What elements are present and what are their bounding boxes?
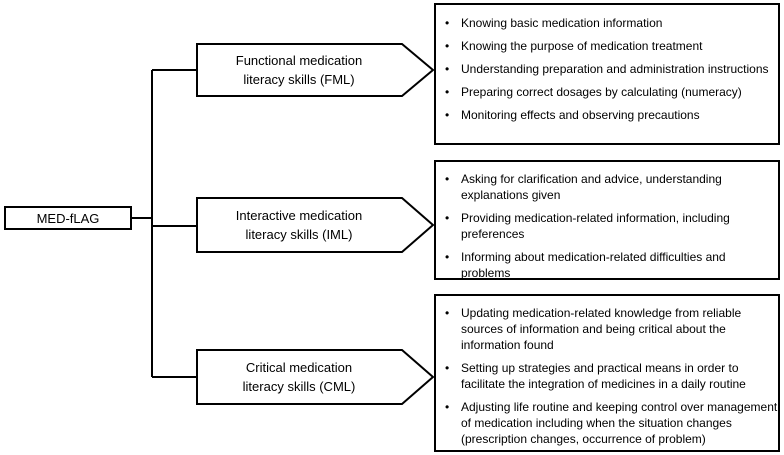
- root-node-med-flag: MED-fLAG: [4, 206, 132, 230]
- category-label-line2: literacy skills (IML): [245, 227, 353, 242]
- bullet-icon: •: [445, 361, 450, 375]
- list-item: • Monitoring effects and observing precau…: [436, 107, 778, 123]
- bullet-icon: •: [445, 250, 450, 264]
- bullet-icon: •: [445, 306, 450, 320]
- category-label-line2: literacy skills (CML): [242, 379, 356, 394]
- skill-list-iml: • Asking for clarification and advice, un…: [436, 171, 778, 281]
- list-item: • Informing about medication-related diff…: [436, 249, 778, 281]
- list-item-text: Preparing correct dosages by calculating…: [461, 85, 742, 99]
- list-item: • Knowing the purpose of medication treat…: [436, 38, 778, 54]
- category-label-line2: literacy skills (FML): [243, 72, 355, 87]
- list-item-text: Asking for clarification and advice, und…: [461, 172, 722, 202]
- list-item: • Understanding preparation and administr…: [436, 61, 778, 77]
- category-label-line1: Functional medication: [235, 53, 363, 68]
- skill-list-cml: • Updating medication-related knowledge f…: [436, 305, 778, 447]
- bullet-icon: •: [445, 39, 450, 53]
- list-item-text: Providing medication-related information…: [461, 211, 730, 241]
- detail-box-fml: • Knowing basic medication information • K…: [434, 3, 780, 145]
- detail-box-iml: • Asking for clarification and advice, un…: [434, 160, 780, 280]
- list-item-text: Updating medication-related knowledge fr…: [461, 306, 742, 352]
- skill-list-fml: • Knowing basic medication information • K…: [436, 15, 778, 123]
- list-item-text: Understanding preparation and administra…: [461, 62, 769, 76]
- category-label-line1: Critical medication: [245, 360, 353, 375]
- category-label-iml: Interactive medication literacy skills (…: [199, 200, 399, 250]
- bullet-icon: •: [445, 85, 450, 99]
- list-item: • Updating medication-related knowledge f…: [436, 305, 778, 353]
- bullet-icon: •: [445, 62, 450, 76]
- category-label-line1: Interactive medication: [235, 208, 363, 223]
- list-item-text: Setting up strategies and practical mean…: [461, 361, 746, 391]
- list-item: • Preparing correct dosages by calculatin…: [436, 84, 778, 100]
- list-item-text: Knowing the purpose of medication treatm…: [461, 39, 703, 53]
- list-item-text: Knowing basic medication information: [461, 16, 663, 30]
- root-label: MED-fLAG: [36, 210, 100, 226]
- bullet-icon: •: [445, 211, 450, 225]
- bullet-icon: •: [445, 16, 450, 30]
- category-label-fml: Functional medication literacy skills (F…: [199, 46, 399, 94]
- category-label-cml: Critical medication literacy skills (CML…: [199, 352, 399, 402]
- arrow-shape-fml: [196, 43, 435, 97]
- bullet-icon: •: [445, 172, 450, 186]
- list-item: • Adjusting life routine and keeping cont…: [436, 399, 778, 447]
- detail-box-cml: • Updating medication-related knowledge f…: [434, 294, 780, 452]
- arrow-shape-iml: [196, 197, 435, 253]
- list-item-text: Informing about medication-related diffi…: [461, 250, 726, 280]
- list-item: • Asking for clarification and advice, un…: [436, 171, 778, 203]
- arrow-shape-cml: [196, 349, 435, 405]
- list-item: • Providing medication-related informatio…: [436, 210, 778, 242]
- bullet-icon: •: [445, 400, 450, 414]
- bullet-icon: •: [445, 108, 450, 122]
- list-item: • Knowing basic medication information: [436, 15, 778, 31]
- list-item-text: Adjusting life routine and keeping contr…: [461, 400, 778, 446]
- list-item-text: Monitoring effects and observing precaut…: [461, 108, 700, 122]
- list-item: • Setting up strategies and practical mea…: [436, 360, 778, 392]
